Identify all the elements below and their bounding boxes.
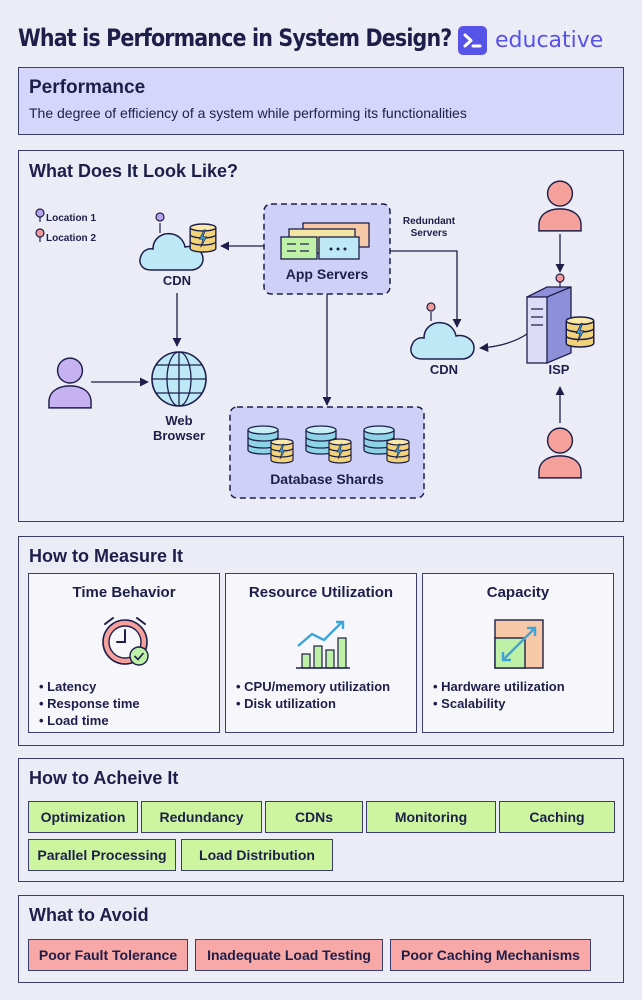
cdn-left-label: CDN <box>162 273 192 288</box>
section-title: How to Acheive It <box>29 768 179 788</box>
metric-list: Latency Response time Load time <box>39 678 140 729</box>
tag-poor-caching-mechanisms: Poor Caching Mechanisms <box>390 939 591 971</box>
metric-item: Disk utilization <box>236 695 390 712</box>
arrow-app-to-cdn-right <box>390 250 462 328</box>
cdn-right-label: CDN <box>429 362 459 377</box>
clock-icon <box>102 617 149 666</box>
card-title: Capacity <box>486 584 550 601</box>
isp-server-icon <box>526 273 572 364</box>
performance-heading: Performance <box>29 77 146 98</box>
tag-caching: Caching <box>499 801 615 833</box>
isp-cache-icon <box>565 316 595 348</box>
metric-item: CPU/memory utilization <box>236 678 390 695</box>
db-shard-3-cache-icon <box>386 438 410 464</box>
isp-label: ISP <box>548 362 570 377</box>
architecture-diagram <box>35 180 595 499</box>
card-time-behavior: Time Behavior Latency Response time Load… <box>28 573 220 733</box>
card-title: Resource Utilization <box>248 584 394 601</box>
section-title: What to Avoid <box>29 905 149 925</box>
cdn-right-cloud-icon <box>410 321 475 360</box>
tag-optimization: Optimization <box>28 801 138 833</box>
user-bottom-right-icon <box>538 427 582 479</box>
location-1-pin-icon <box>35 208 45 222</box>
tag-parallel-processing: Parallel Processing <box>28 839 176 871</box>
measure-section: How to Measure It Time Behavior Latency … <box>18 536 624 746</box>
db-shard-1-cache-icon <box>270 438 294 464</box>
cdn-left-cache-icon <box>189 223 217 253</box>
section-title: How to Measure It <box>29 546 184 566</box>
legend-location-2: Location 2 <box>46 233 97 244</box>
performance-description: The degree of efficiency of a system whi… <box>29 105 467 121</box>
card-capacity: Capacity Hardware utilization Scalabilit… <box>422 573 614 733</box>
web-browser-label: Web Browser <box>152 413 206 443</box>
app-servers-label: App Servers <box>285 266 369 282</box>
metric-item: Response time <box>39 695 139 712</box>
metric-item: Scalability <box>433 695 565 712</box>
terminal-icon <box>458 25 487 55</box>
card-resource-utilization: Resource Utilization CPU/memory utilizat… <box>225 573 417 733</box>
achieve-section: How to Acheive It Optimization Redundanc… <box>18 758 624 882</box>
educative-logo[interactable]: educative <box>458 24 603 56</box>
card-title: Time Behavior <box>72 584 176 601</box>
performance-definition: Performance The degree of efficiency of … <box>18 67 624 135</box>
location-2-pin-icon <box>35 228 45 242</box>
tag-inadequate-load-testing: Inadequate Load Testing <box>195 939 383 971</box>
section-title: What Does It Look Like? <box>29 161 239 181</box>
architecture-section: What Does It Look Like? <box>18 150 624 522</box>
tag-monitoring: Monitoring <box>366 801 496 833</box>
scale-icon <box>494 619 544 669</box>
app-servers-icon <box>280 222 370 260</box>
redundant-servers-label: Redundant Servers <box>402 216 456 239</box>
metric-item: Load time <box>39 712 140 729</box>
tag-load-distribution: Load Distribution <box>181 839 333 871</box>
user-top-right-icon <box>538 180 582 232</box>
db-shard-2-cache-icon <box>328 438 352 464</box>
page-title: What is Performance in System Design? <box>18 24 452 52</box>
tag-redundancy: Redundancy <box>141 801 262 833</box>
tag-cdns: CDNs <box>265 801 363 833</box>
tag-poor-fault-tolerance: Poor Fault Tolerance <box>28 939 188 971</box>
bar-chart-icon <box>296 620 350 669</box>
user-location-1-icon <box>48 357 92 409</box>
avoid-section: What to Avoid Poor Fault Tolerance Inade… <box>18 895 624 983</box>
metric-list: CPU/memory utilization Disk utilization <box>236 678 390 712</box>
brand-name: educative <box>495 27 604 53</box>
metric-item: Hardware utilization <box>433 678 565 695</box>
metric-item: Latency <box>39 678 140 695</box>
web-browser-globe-icon <box>151 351 207 407</box>
database-shards-label: Database Shards <box>270 471 384 487</box>
arrow-isp-to-cdn <box>479 333 528 352</box>
metric-list: Hardware utilization Scalability <box>433 678 565 712</box>
legend-location-1: Location 1 <box>46 213 97 224</box>
